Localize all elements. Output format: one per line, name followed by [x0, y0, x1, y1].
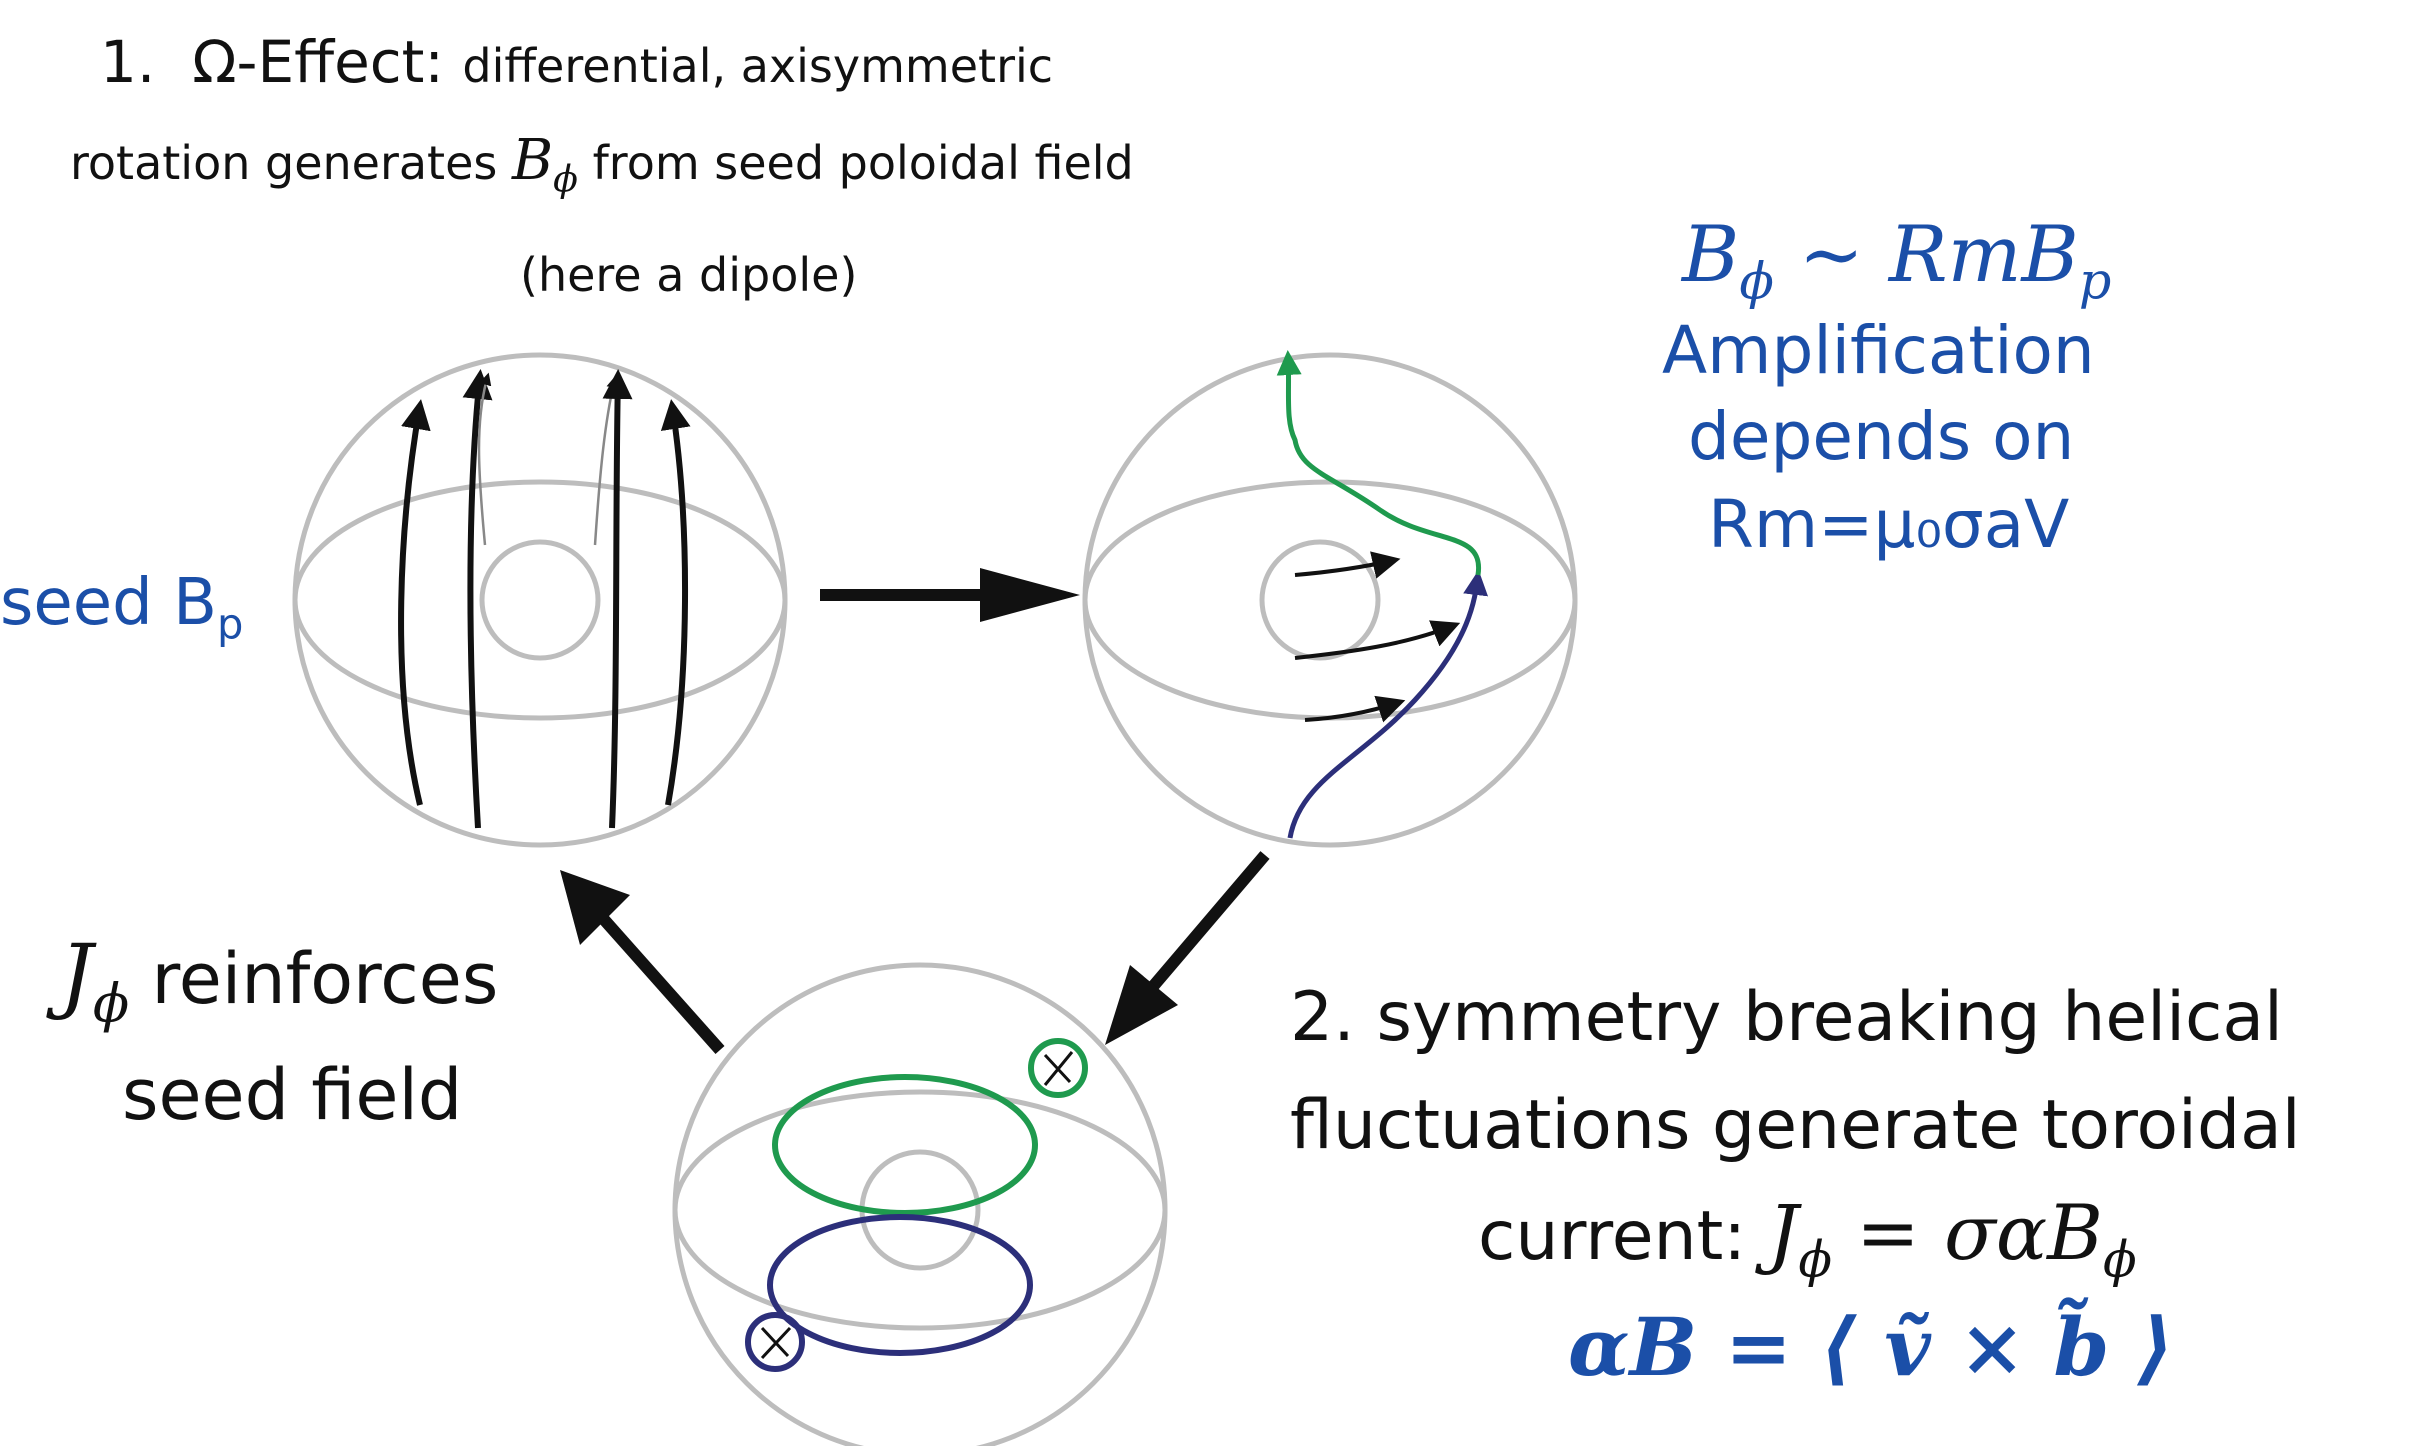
arrow-alpha-step	[1105, 851, 1270, 1045]
toroidal-arrow-3	[1304, 695, 1406, 723]
alpha-line1: 2. symmetry breaking helical	[1290, 978, 2283, 1057]
amplification-line3: Rm=μ₀σaV	[1708, 486, 2070, 563]
arrow-omega-step	[820, 568, 1080, 622]
field-line-4	[660, 399, 691, 806]
omega-desc-3: (here a dipole)	[520, 248, 858, 302]
amplification-line1: Amplification	[1662, 312, 2095, 389]
helical-twist-navy	[745, 1312, 805, 1372]
sphere-toroidal-inner-core	[1259, 539, 1381, 661]
sphere-helical	[672, 962, 1168, 1446]
field-line-3	[602, 369, 633, 829]
twist-arrow-green	[1043, 1051, 1074, 1086]
toroidal-arrow-1	[1294, 551, 1401, 579]
omega-desc-2-post: from seed poloidal field	[592, 136, 1134, 190]
omega-desc-1: differential, axisymmetric	[462, 39, 1054, 93]
sphere-toroidal	[1082, 350, 1578, 848]
sphere-seed-equator	[292, 479, 788, 721]
sphere-helical-equator	[672, 1089, 1168, 1331]
reinforce-j-sub: ϕ	[92, 972, 130, 1035]
sphere-helical-outline	[672, 962, 1168, 1446]
omega-title: Ω-Effect:	[192, 28, 444, 96]
sphere-seed	[292, 352, 788, 848]
alpha-average-equation: αB = ⟨ ṽ × b̃ ⟩	[1568, 1300, 2174, 1394]
omega-title-line2: rotation generates Bϕ from seed poloidal…	[70, 128, 1134, 201]
arrow-feedback-step	[560, 870, 725, 1054]
field-line-inner-left	[477, 372, 492, 546]
helical-loop-navy	[767, 1214, 1033, 1356]
amplification-equation: Bϕ ∼ RmBp	[1682, 210, 2112, 311]
amplification-line2: depends on	[1688, 398, 2075, 475]
seed-label: seed Bp	[0, 566, 244, 649]
field-line-1	[398, 399, 431, 806]
omega-title-line1: 1. Ω-Effect: differential, axisymmetric	[100, 28, 1053, 96]
helical-twist-green	[1028, 1038, 1088, 1098]
helical-loop-green	[772, 1074, 1038, 1216]
omega-b-symbol: B	[512, 128, 554, 193]
sphere-toroidal-outline	[1082, 352, 1578, 848]
omega-b-sub: ϕ	[553, 157, 578, 201]
omega-desc-2-pre: rotation generates	[70, 136, 498, 190]
omega-number: 1.	[100, 28, 156, 96]
alpha-line3: current: Jϕ = σαBϕ	[1478, 1188, 2137, 1289]
sphere-seed-outline	[292, 352, 788, 848]
seed-sub: p	[216, 599, 244, 649]
field-line-inner-right	[593, 375, 619, 546]
reinforce-line2: seed field	[122, 1054, 463, 1136]
field-line-2	[462, 369, 493, 829]
field-line-navy	[1287, 570, 1489, 839]
reinforce-line1: Jϕ reinforces	[60, 928, 499, 1035]
toroidal-arrow-2	[1294, 620, 1461, 660]
twist-arrow-navy	[760, 1326, 792, 1360]
sphere-seed-inner-core	[479, 539, 601, 661]
sphere-toroidal-equator	[1082, 479, 1578, 721]
reinforce-j-symbol: J	[60, 928, 93, 1023]
alpha-line2: fluctuations generate toroidal	[1290, 1086, 2301, 1165]
field-line-green	[1276, 350, 1482, 576]
